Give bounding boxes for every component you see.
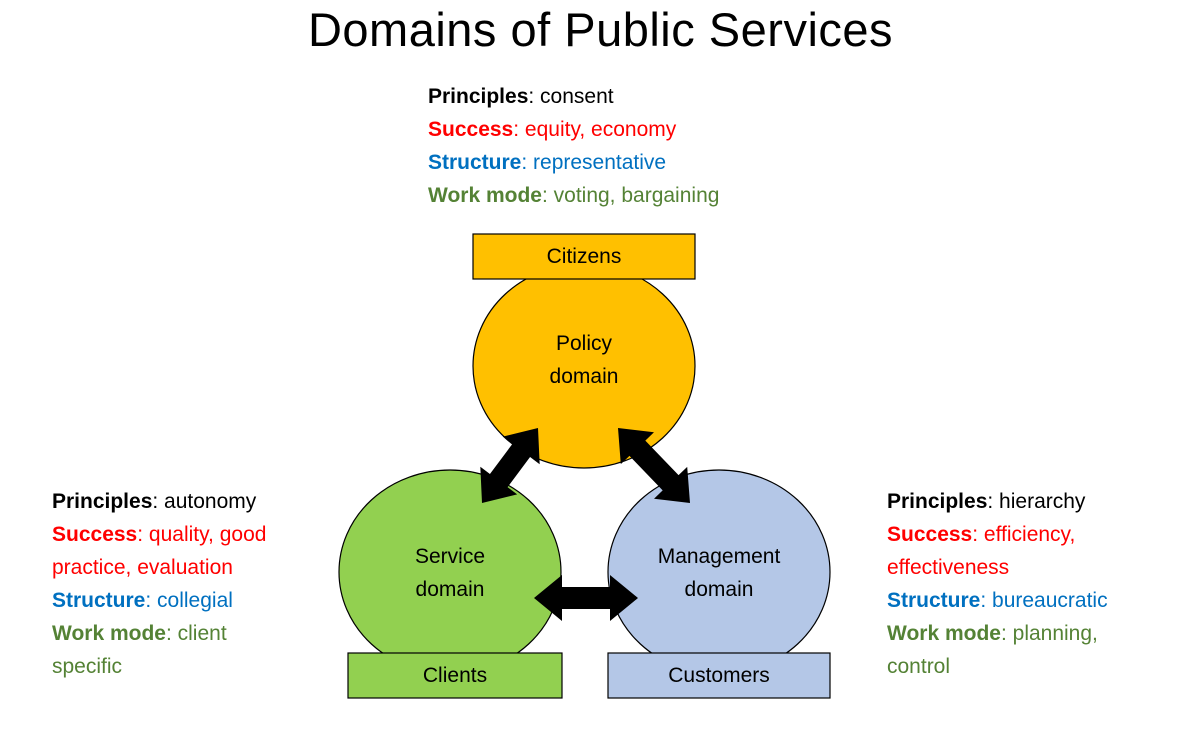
structure-label: Structure bbox=[887, 589, 981, 612]
principles-value: : hierarchy bbox=[987, 490, 1086, 513]
success-value: : efficiency, effectiveness bbox=[887, 523, 1076, 579]
management-attributes: Principles: hierarchy Success: efficienc… bbox=[887, 485, 1157, 683]
page-title: Domains of Public Services bbox=[307, 3, 894, 56]
policy-attributes: Principles: consent Success: equity, eco… bbox=[428, 80, 808, 212]
structure-label: Structure bbox=[428, 151, 522, 174]
work-mode-label: Work mode bbox=[887, 622, 1001, 645]
principles-value: : consent bbox=[528, 85, 614, 108]
work-mode-value: : planning, control bbox=[887, 622, 1098, 678]
customers-box bbox=[607, 652, 831, 699]
policy-domain-label: Policy domain bbox=[484, 327, 684, 393]
clients-box bbox=[347, 652, 563, 699]
service-attributes: Principles: autonomy Success: quality, g… bbox=[52, 485, 302, 683]
service-domain-label: Service domain bbox=[350, 540, 550, 606]
structure-value: : collegial bbox=[145, 589, 233, 612]
service-management-arrow-icon bbox=[534, 575, 638, 621]
customers-label: Customers bbox=[668, 664, 770, 687]
work-mode-label: Work mode bbox=[428, 184, 542, 207]
success-label: Success bbox=[887, 523, 973, 546]
success-label: Success bbox=[52, 523, 138, 546]
policy-line2: domain bbox=[549, 365, 619, 388]
principles-label: Principles bbox=[428, 85, 529, 108]
clients-label: Clients bbox=[422, 664, 488, 687]
work-mode-value: : client specific bbox=[52, 622, 227, 678]
service-line2: domain bbox=[415, 578, 485, 601]
service-line1: Service bbox=[414, 545, 486, 568]
work-mode-label: Work mode bbox=[52, 622, 166, 645]
policy-line1: Policy bbox=[555, 332, 613, 355]
policy-service-arrow-icon bbox=[480, 428, 540, 503]
principles-label: Principles bbox=[52, 490, 153, 513]
work-mode-value: : voting, bargaining bbox=[541, 184, 720, 207]
principles-label: Principles bbox=[887, 490, 988, 513]
success-value: : quality, good practice, evaluation bbox=[52, 523, 267, 579]
structure-value: : representative bbox=[521, 151, 667, 174]
principles-value: : autonomy bbox=[152, 490, 257, 513]
management-line1: Management bbox=[657, 545, 781, 568]
policy-management-arrow-icon bbox=[618, 428, 690, 503]
structure-value: : bureaucratic bbox=[980, 589, 1108, 612]
citizens-box bbox=[472, 233, 696, 280]
citizens-label: Citizens bbox=[546, 245, 622, 268]
success-label: Success bbox=[428, 118, 514, 141]
success-value: : equity, economy bbox=[513, 118, 677, 141]
structure-label: Structure bbox=[52, 589, 146, 612]
management-line2: domain bbox=[684, 578, 754, 601]
management-domain-label: Management domain bbox=[619, 540, 819, 606]
